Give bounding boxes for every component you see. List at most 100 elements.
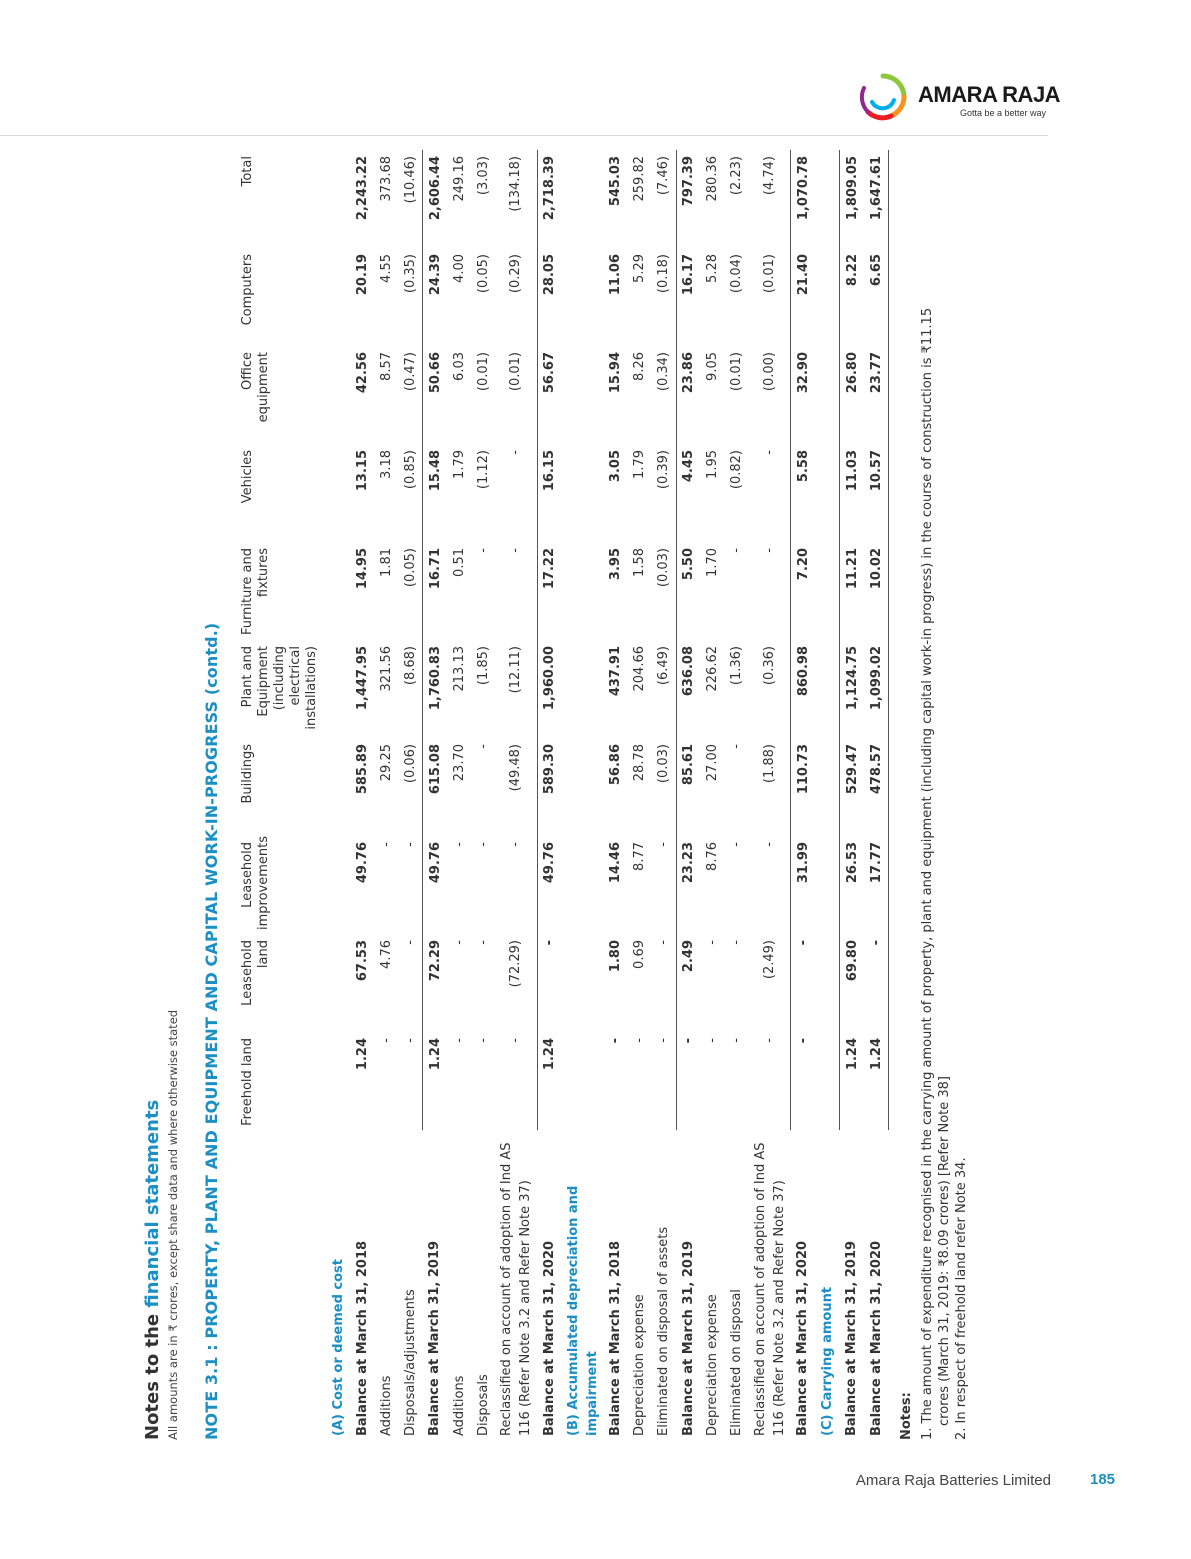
section-subtitle: All amounts are in ₹ crores, except shar… <box>166 1009 180 1440</box>
table-cell <box>815 934 840 1032</box>
table-cell: 2,718.39 <box>537 150 562 248</box>
table-cell: 26.53 <box>839 836 864 934</box>
table-cell: 29.25 <box>378 744 394 782</box>
row-label: Balance at March 31, 2018 <box>608 1240 623 1436</box>
table-cell: 1.24 <box>537 1032 562 1130</box>
row-label: Additions <box>378 1375 394 1436</box>
table-cell: 1,760.83 <box>422 640 447 738</box>
row-label: Reclassified on account of adoption of I… <box>752 1142 787 1436</box>
table-cell: (0.01) <box>508 352 524 392</box>
table-cell <box>815 542 840 640</box>
table-cell: 11.06 <box>608 254 623 296</box>
table-cell <box>562 150 604 248</box>
table-cell: (6.49) <box>656 646 671 686</box>
table-cell: - <box>790 1032 815 1130</box>
table-cell: - <box>508 842 524 847</box>
table-cell: - <box>475 744 491 749</box>
table-cell: (0.01) <box>729 352 744 392</box>
table-cell <box>562 444 604 542</box>
table-cell: (3.03) <box>475 156 491 196</box>
column-header: Leasehold improvements <box>240 835 271 930</box>
table-cell: 0.69 <box>632 940 647 969</box>
table-row: Disposals----(1.85)-(1.12)(0.01)(0.05)(3… <box>471 150 495 1440</box>
table-cell: - <box>864 934 889 1032</box>
table-cell: 1.95 <box>705 450 720 479</box>
table-cell: 5.58 <box>790 444 815 542</box>
table-cell: - <box>475 842 491 847</box>
table-cell: 10.02 <box>864 542 889 640</box>
table-cell: 8.77 <box>632 842 647 871</box>
table-cell: - <box>705 940 720 945</box>
column-header: Office equipment <box>240 352 271 423</box>
table-cell: 1,124.75 <box>839 640 864 738</box>
table-cell: 1,809.05 <box>839 150 864 248</box>
table-cell: 16.17 <box>676 248 701 346</box>
table-cell: 23.86 <box>676 346 701 444</box>
table-cell: 1,099.02 <box>864 640 889 738</box>
table-cell: (0.35) <box>402 254 418 294</box>
table-cell: 26.80 <box>839 346 864 444</box>
table-section-row: (A) Cost or deemed cost <box>326 150 350 1440</box>
table-cell: (0.47) <box>402 352 418 392</box>
header-label-cell <box>240 1130 326 1440</box>
table-cell: (0.36) <box>761 646 777 686</box>
table-cell: - <box>475 1038 491 1043</box>
table-cell: (0.01) <box>761 254 777 294</box>
table-cell <box>562 934 604 1032</box>
table-cell: 1,070.78 <box>790 150 815 248</box>
table-cell: (10.46) <box>402 156 418 204</box>
table-cell: 259.82 <box>632 156 647 202</box>
table-cell <box>326 738 350 836</box>
table-cell: - <box>761 548 777 553</box>
table-cell: - <box>656 940 671 945</box>
table-cell: - <box>656 842 671 847</box>
table-cell: 5.28 <box>705 254 720 283</box>
table-cell: - <box>451 842 467 847</box>
table-cell: 8.26 <box>632 352 647 381</box>
table-cell: 8.22 <box>839 248 864 346</box>
logo-brand: AMARA RAJA <box>918 82 1061 107</box>
table-cell: - <box>508 548 524 553</box>
table-cell: - <box>508 1038 524 1043</box>
table-cell: 23.77 <box>864 346 889 444</box>
table-cell: 1,647.61 <box>864 150 889 248</box>
table-row: Disposals/adjustments---(0.06)(8.68)(0.0… <box>398 150 423 1440</box>
table-cell: 13.15 <box>354 450 370 492</box>
table-cell: (7.46) <box>656 156 671 196</box>
table-cell: 1,447.95 <box>354 646 370 711</box>
table-cell: (134.18) <box>508 156 524 212</box>
amara-raja-logo: AMARA RAJA Gotta be a better way <box>858 72 1061 122</box>
table-cell: 1.24 <box>354 1038 370 1071</box>
table-cell: (0.85) <box>402 450 418 490</box>
note-title: NOTE 3.1 : PROPERTY, PLANT AND EQUIPMENT… <box>202 622 221 1440</box>
table-cell: (8.68) <box>402 646 418 686</box>
table-cell: - <box>761 1038 777 1043</box>
table-cell <box>562 346 604 444</box>
table-cell: 32.90 <box>790 346 815 444</box>
table-cell: - <box>402 1038 418 1043</box>
table-cell: 2.49 <box>676 934 701 1032</box>
table-cell: 10.57 <box>864 444 889 542</box>
table-cell: (0.82) <box>729 450 744 490</box>
table-cell: (1.88) <box>761 744 777 784</box>
table-cell: 545.03 <box>608 156 623 207</box>
page-number: 185 <box>1090 1471 1116 1488</box>
row-label: (C) Carrying amount <box>819 1286 835 1436</box>
table-cell: 615.08 <box>422 738 447 836</box>
table-cell: - <box>761 842 777 847</box>
table-cell <box>815 640 840 738</box>
table-cell <box>326 640 350 738</box>
table-cell <box>326 542 350 640</box>
table-cell: 280.36 <box>705 156 720 202</box>
table-cell: 72.29 <box>422 934 447 1032</box>
table-cell: 529.47 <box>839 738 864 836</box>
table-cell: 4.76 <box>378 940 394 969</box>
table-cell <box>815 248 840 346</box>
table-cell: 1.24 <box>422 1032 447 1130</box>
